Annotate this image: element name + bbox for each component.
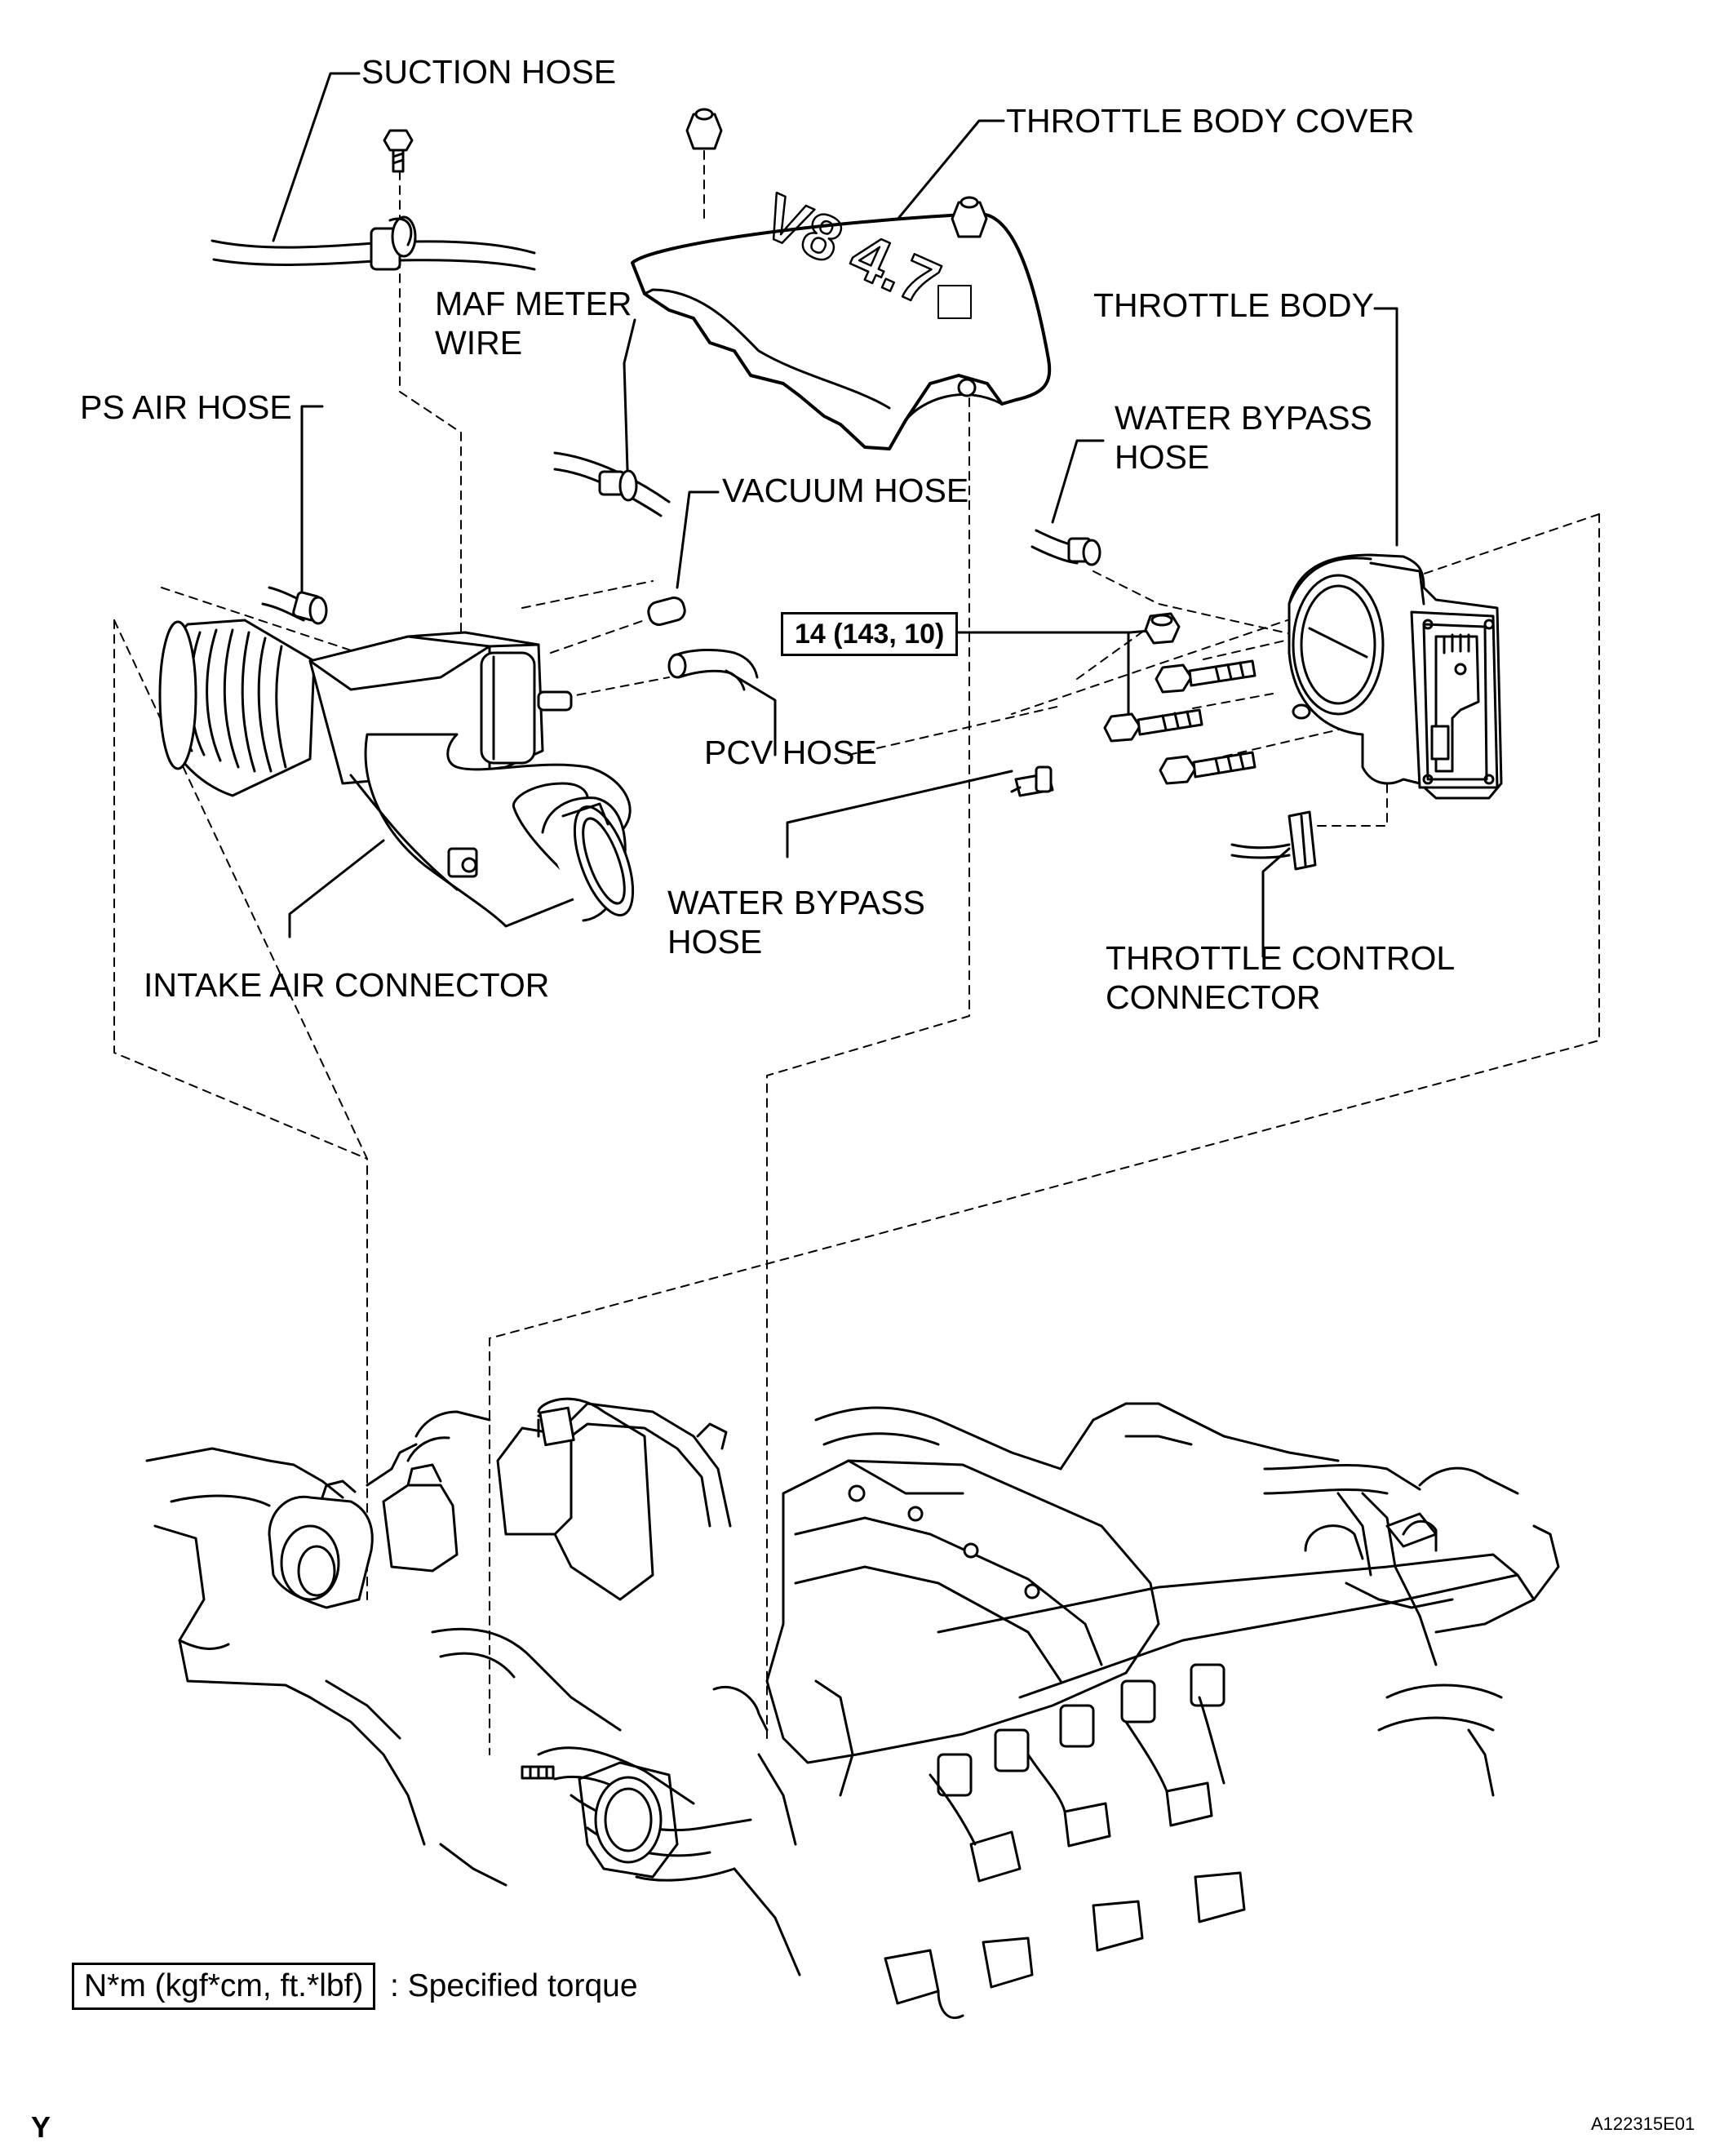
label-throttle-body-cover: THROTTLE BODY COVER — [1006, 102, 1415, 140]
ps-air-hose — [261, 586, 328, 625]
throttle-control-connector — [1230, 810, 1317, 871]
throttle-body — [1288, 553, 1503, 800]
nut-icon-cover-left — [685, 108, 723, 150]
footer-mark: Y — [31, 2110, 51, 2144]
label-throttle-body: THROTTLE BODY — [1093, 286, 1374, 324]
label-water-bypass-hose-lower: WATER BYPASS HOSE — [667, 884, 925, 960]
nut-icon-cover-right — [951, 196, 988, 238]
water-bypass-hose-upper — [1030, 529, 1101, 566]
nut-icon-tb-top — [1144, 612, 1181, 645]
label-suction-hose: SUCTION HOSE — [361, 53, 617, 91]
label-water-bypass-hose-upper: WATER BYPASS HOSE — [1115, 399, 1372, 476]
suction-hose — [211, 215, 536, 271]
label-ps-air-hose: PS AIR HOSE — [80, 388, 292, 426]
label-intake-air-connector: INTAKE AIR CONNECTOR — [144, 966, 550, 1004]
pcv-hose — [667, 648, 759, 691]
torque-legend-description: : Specified torque — [390, 1968, 638, 2003]
label-throttle-control-connector: THROTTLE CONTROL CONNECTOR — [1106, 939, 1456, 1016]
dowel-pin-icon — [1292, 703, 1311, 720]
label-vacuum-hose: VACUUM HOSE — [722, 472, 969, 509]
maf-meter-wire — [553, 451, 671, 517]
torque-spec-box: 14 (143, 10) — [781, 612, 959, 656]
bolt-icon-tb-2 — [1103, 708, 1203, 743]
bolt-icon-suction — [383, 129, 414, 173]
torque-unit-legend: N*m (kgf*cm, ft.*lbf) — [72, 1963, 376, 2010]
label-pcv-hose: PCV HOSE — [704, 734, 877, 771]
bolt-icon-tb-1 — [1155, 659, 1257, 694]
engine-assembly — [145, 1397, 1560, 2020]
figure-id: A122315E01 — [1591, 2114, 1695, 2134]
water-bypass-hose-lower — [1010, 765, 1054, 797]
label-maf-meter-wire: MAF METER WIRE — [435, 285, 632, 362]
vacuum-hose — [647, 596, 686, 627]
leader-lines — [272, 72, 1398, 958]
bolt-icon-tb-3 — [1159, 751, 1257, 785]
intake-air-connector — [158, 619, 635, 928]
